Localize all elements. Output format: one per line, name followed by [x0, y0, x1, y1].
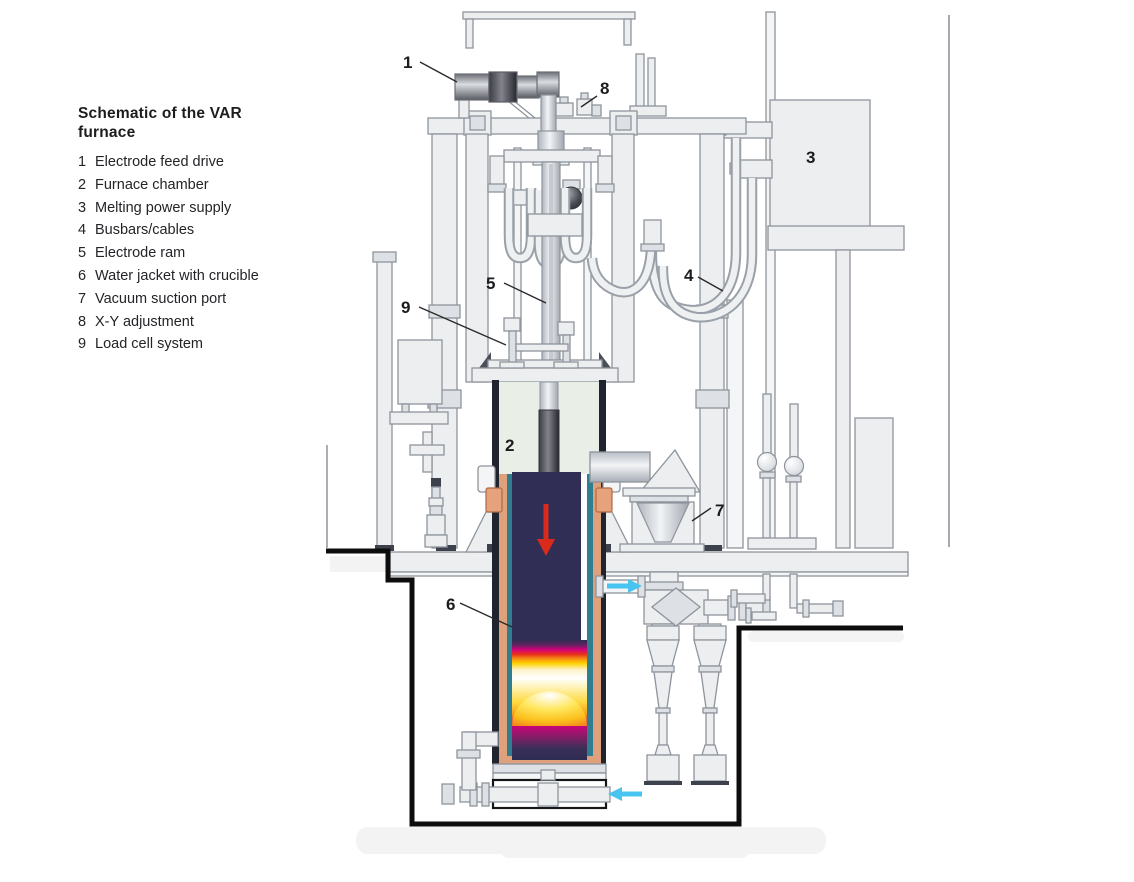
leader-9: [418, 306, 507, 346]
crucible-copper-right: [593, 474, 601, 764]
column-right-inner: [611, 133, 635, 383]
chamber-wall-right: [599, 380, 606, 764]
column-left-inner: [465, 133, 489, 383]
callout-7: 7: [715, 501, 724, 520]
callout-2: 2: [505, 436, 514, 455]
electrode-feed-drive: [454, 71, 602, 136]
power-supply-shelf: [767, 225, 905, 251]
callouts: 1 8 3 4 5 9 2 7 6: [401, 53, 815, 628]
floor-beam: [389, 551, 909, 573]
water-layer-right: [587, 474, 593, 764]
column-right-outer: [699, 133, 725, 549]
leader-5: [503, 282, 547, 304]
callout-8: 8: [600, 79, 609, 98]
vacuum-suction-port: [589, 448, 771, 785]
suction-duct: [589, 451, 651, 483]
right-arrow-icon: [607, 579, 642, 593]
legend-title: Schematic of the VAR furnace: [78, 105, 242, 141]
callout-9: 9: [401, 298, 410, 317]
crucible-bottom-assembly: [441, 731, 611, 810]
pit-outline: [326, 548, 903, 827]
electrode: [512, 472, 581, 642]
down-arrow-icon: [537, 504, 555, 556]
ram-carriage-block: [527, 213, 583, 237]
feed-motor: [454, 73, 490, 101]
leader-4: [697, 276, 724, 292]
water-flow: [595, 575, 646, 801]
chamber-wall-left: [492, 380, 499, 764]
busbar-connector-lower: [737, 159, 773, 179]
left-arrow-icon: [608, 787, 642, 801]
load-cell-arm: [515, 343, 569, 352]
melt-dome: [512, 691, 587, 726]
leader-8: [580, 95, 598, 108]
electrode-stub: [538, 409, 560, 475]
power-supply-leg: [835, 249, 851, 549]
leader-7: [691, 507, 712, 522]
callout-6: 6: [446, 595, 455, 614]
busbars-cables: [586, 138, 758, 323]
ground-shadows: [330, 556, 904, 858]
callout-4: 4: [684, 266, 694, 285]
water-jacket-crucible: [477, 465, 621, 764]
rim-clamp-right: [595, 487, 613, 513]
leader-1: [419, 61, 458, 83]
gauge-pipework: [730, 393, 844, 624]
top-hanger-bar: [462, 11, 636, 20]
leader-6: [459, 602, 513, 628]
vacuum-pump-left: [644, 625, 682, 785]
water-layer-left: [507, 474, 512, 764]
gauge-right: [783, 455, 805, 477]
left-equipment: [389, 339, 449, 548]
hand-valve-handle: [409, 444, 445, 456]
small-valve: [424, 478, 448, 548]
load-cell-left: [499, 317, 525, 369]
vacuum-pump-right: [691, 625, 729, 785]
callout-3: 3: [806, 148, 815, 167]
right-panel: [854, 417, 894, 549]
column-left-wall: [376, 257, 393, 549]
xy-adjustment: [555, 92, 602, 117]
ram-head-assembly: [487, 130, 615, 384]
gauge-left: [756, 451, 778, 473]
gantry-beam: [427, 117, 747, 135]
xy-stage-plate: [503, 149, 601, 163]
drive-elbow: [536, 71, 560, 98]
callout-5: 5: [486, 274, 495, 293]
crucible-copper-left: [499, 474, 507, 764]
chamber-lid: [471, 367, 619, 383]
left-cabinet: [397, 339, 443, 405]
callout-1: 1: [403, 53, 412, 72]
lid-and-load-cells: [471, 317, 619, 383]
furnace-chamber: [441, 380, 621, 810]
melting-power-supply: [715, 99, 905, 549]
rim-clamp-left: [485, 487, 503, 513]
power-supply-box: [769, 99, 871, 228]
left-bracket-plate: [389, 411, 449, 425]
